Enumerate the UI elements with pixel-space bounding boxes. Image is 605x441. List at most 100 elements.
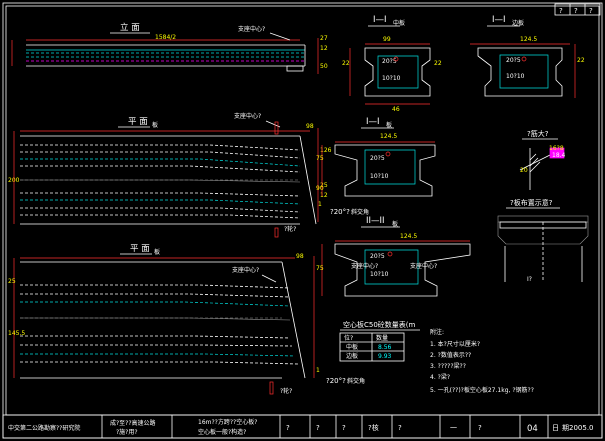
section-i1-inner-2: 10?10 (382, 75, 401, 82)
plan2-title: 平 面 (130, 244, 150, 254)
section-i1-dim-left: 22 (342, 60, 350, 67)
title-cell-9: ? (478, 424, 482, 432)
plan1-dim-126: 126 (320, 147, 332, 154)
title-project-2: ?施?用? (116, 428, 138, 436)
corner-tag-3: ? (589, 7, 593, 15)
section-ii-inner-1: 20?5 (370, 253, 385, 260)
section-i2-inner-2: 10?10 (506, 73, 525, 80)
plan1-dim-1: 1 (318, 201, 322, 208)
detail-b-title: ?板布置示意? (510, 198, 553, 207)
elevation-support-label: 支座中心? (238, 25, 265, 33)
section-i3-inner-1: 20?5 (370, 155, 385, 162)
plan1-skew-suffix: 斜交角 (351, 208, 369, 216)
detail-b-label: I? (527, 276, 532, 283)
plan1-dim-98: 98 (306, 123, 314, 130)
plan2-skew-suffix: 斜交角 (347, 377, 365, 385)
elevation-dim-12: 12 (320, 45, 328, 52)
plan1-scale: 板 (152, 121, 158, 129)
section-i3-inner-2: 10?10 (370, 173, 389, 180)
qt-row-1-name: 边板 (346, 352, 358, 360)
plan2-support-label: 支座中心? (232, 266, 259, 274)
section-i3-dim-right-2: 90 (316, 185, 324, 192)
title-cell-4: ? (316, 424, 320, 432)
title-drawing-1: 16m??方跨??空心板? (198, 418, 257, 426)
title-cell-7: ? (398, 424, 402, 432)
qt-header-0: 位? (344, 334, 353, 342)
note-line-3: 3. ?????梁?? (430, 362, 466, 370)
title-cell-6: ?核 (368, 423, 379, 432)
section-ii-inner-2: 10?10 (370, 271, 389, 278)
detail-layout: ?板布置示意? I? (497, 198, 589, 283)
corner-tags: ? ? ? (554, 3, 601, 16)
section-i1-inner-1: 20?5 (382, 58, 397, 65)
section-i-third: I—I 板 124.5 20?5 10?10 75 90 (316, 117, 436, 197)
plan1-skew-label: ?20°? (330, 208, 350, 216)
plan2-skew-label: ?20°? (326, 377, 346, 385)
title-project-1: 成?至??高速公路 (110, 419, 156, 427)
detail-a-dim-2: 18.4 (552, 152, 566, 159)
note-line-5: 5. 一孔(??)?板空心板27.1kg, ?钢筋?? (430, 386, 534, 394)
detail-a-dim-1: 16?8 (549, 145, 564, 152)
qt-row-0-value: 8.56 (378, 344, 392, 351)
plan1-title: 平 面 (128, 117, 148, 127)
section-i3-suffix: 板 (386, 121, 392, 129)
quantity-table: 空心板C50砼数量表(m 位? 数量 中板 8.56 边板 9.93 (339, 320, 420, 362)
note-line-2: 2. ?数值表示?? (430, 351, 471, 359)
section-ii-dim-right: 75 (316, 265, 324, 272)
title-cell-8: 一 (450, 424, 457, 432)
elevation-dim-27: 27 (320, 35, 328, 42)
qt-row-0-name: 中板 (346, 343, 358, 351)
section-i1-title: I—I (373, 15, 387, 25)
notes-heading: 附注: (430, 328, 444, 336)
plan2-dim-1: 1 (316, 367, 320, 374)
plan2-end-label: ?轮? (280, 387, 292, 395)
section-i2-dim-right: 22 (577, 57, 585, 64)
section-ii-support-label: 支座中心? (351, 262, 378, 270)
corner-tag-1: ? (559, 7, 563, 15)
corner-tag-2: ? (574, 7, 578, 15)
plan2-dim-25: 25 (8, 278, 16, 285)
plan2-dim-98: 98 (296, 253, 304, 260)
section-i2-suffix: 边板 (512, 19, 524, 27)
section-i1-dim-bottom: 46 (392, 106, 400, 113)
qt-header-1: 数量 (376, 334, 388, 342)
section-i2-title: I—I (492, 15, 506, 25)
plan-view-2: 平 面 板 支座中心? 25 145.5 98 1 ?20°? 斜交角 ?轮? (8, 244, 365, 395)
title-date-label: 日 (552, 424, 559, 432)
section-ii-title: II—II (366, 216, 385, 226)
plan1-support-label: 支座中心? (234, 112, 261, 120)
elevation-title: 立 面 (120, 22, 140, 33)
notes: 附注: 1. 本?尺寸以厘米? 2. ?数值表示?? 3. ?????梁?? 4… (430, 328, 534, 394)
section-i3-top-dim: 124.5 (380, 133, 397, 140)
section-i3-title: I—I (366, 117, 380, 127)
section-i3-dim-right-1: 75 (316, 155, 324, 162)
title-cell-5: ? (342, 424, 346, 432)
section-ii-suffix: 板 (392, 220, 398, 228)
section-i2-inner-1: 20?5 (506, 57, 521, 64)
detail-a-title: ?筋大? (527, 129, 549, 138)
title-date-value: 期2005.0 (562, 424, 594, 432)
plan-view-1: 平 面 板 支座中心? 98 126 25 12 200 1 ?20°? 斜交角… (8, 112, 369, 238)
title-sheet-no: 04 (527, 424, 538, 434)
title-org: 中交第二公路勘察??研究院 (8, 424, 80, 432)
elevation-dim-50: 50 (320, 63, 328, 70)
plan1-end-label: ?轮? (284, 225, 296, 233)
section-i1-top-dim: 99 (383, 36, 391, 43)
note-line-1: 1. 本?尺寸以厘米? (430, 340, 480, 348)
section-i1-dim-right: 22 (434, 60, 442, 67)
plan2-dim-145: 145.5 (8, 330, 25, 337)
elevation-view: 立 面 1584/2 支座中心? 27 12 50 (11, 22, 328, 74)
quantity-table-title: 空心板C50砼数量表(m (343, 320, 416, 329)
section-i2-top-dim: 124.5 (520, 36, 537, 43)
section-i-edge: I—I 边板 124.5 20?5 10?10 22 (470, 15, 585, 98)
qt-row-1-value: 9.93 (378, 353, 392, 360)
plan2-scale: 板 (154, 248, 160, 256)
plan1-dim-25: 25 (320, 182, 328, 189)
section-ii: II—II 板 124.5 20?5 10?10 支座中心? 支座中心? 75 (316, 216, 471, 297)
elevation-length-dim: 1584/2 (155, 34, 176, 41)
title-block: 中交第二公路勘察??研究院 成?至??高速公路 ?施?用? 16m??方跨??空… (2, 414, 603, 439)
detail-a-dim-3: 20 (520, 167, 528, 174)
section-ii-top-dim: 124.5 (400, 233, 417, 240)
